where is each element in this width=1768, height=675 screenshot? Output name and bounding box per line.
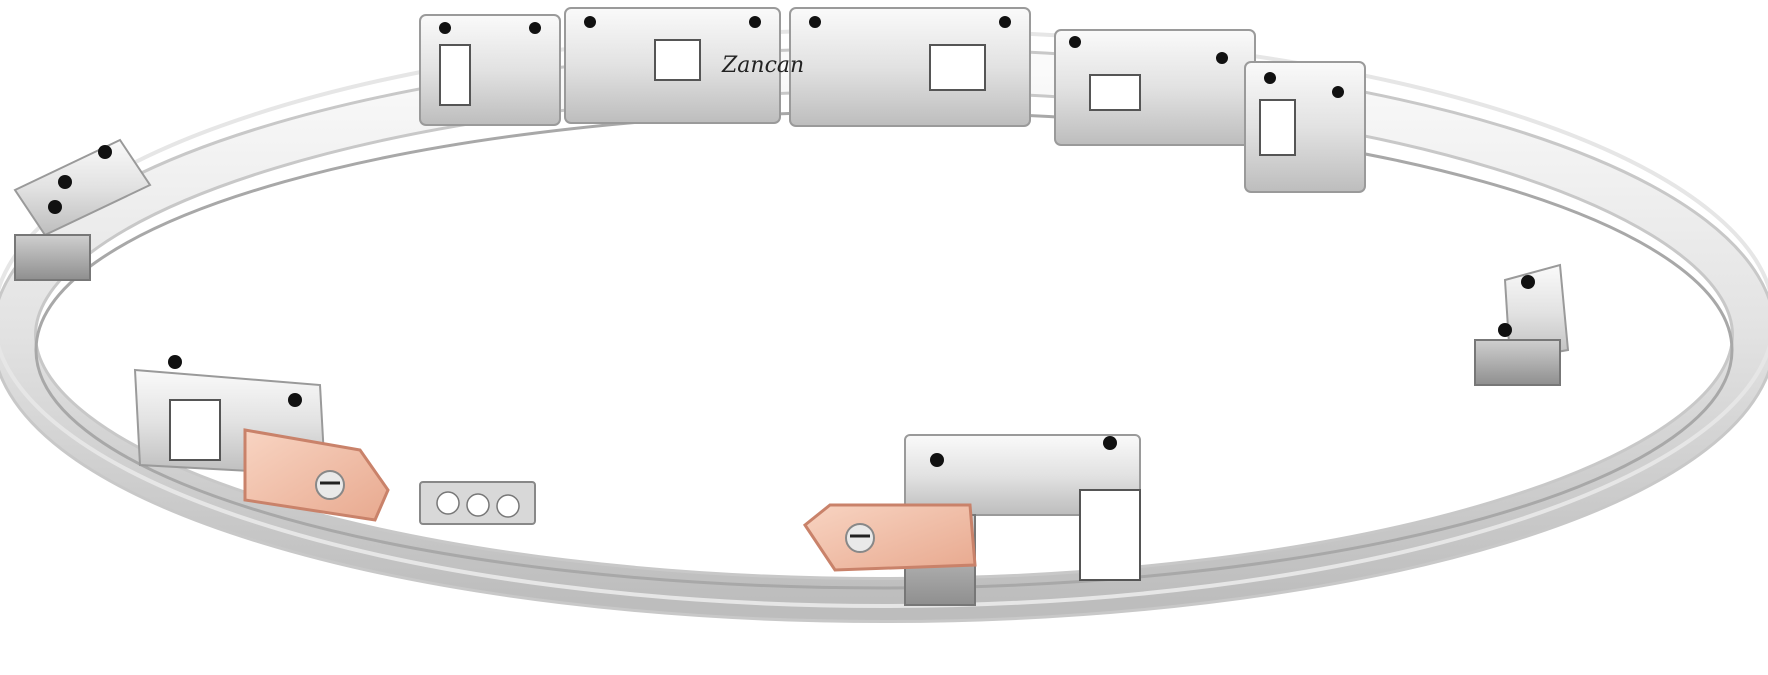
top-links — [419, 7, 1366, 193]
stone-setting — [419, 481, 536, 525]
link-block — [419, 14, 561, 126]
link-block — [564, 7, 781, 124]
left-link — [13, 138, 152, 281]
link-block — [1244, 61, 1366, 193]
brand-engraving: Zancan — [721, 53, 804, 78]
link-block — [1054, 29, 1256, 146]
rose-gold-clasp — [802, 503, 977, 572]
bottom-left-link — [133, 355, 390, 522]
link-block — [789, 7, 1031, 127]
rose-gold-clasp — [243, 428, 390, 522]
bottom-center-link — [802, 434, 1141, 606]
right-link — [1474, 263, 1570, 386]
